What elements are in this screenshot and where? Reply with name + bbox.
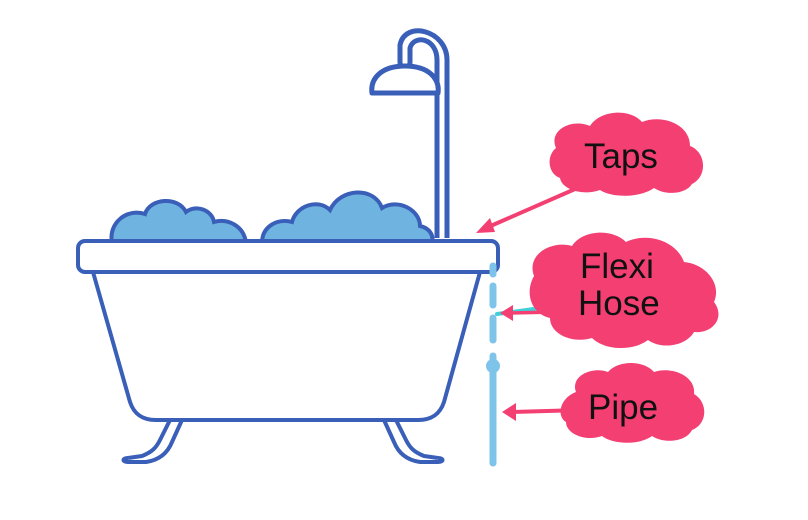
bath-foam-icon xyxy=(109,190,435,245)
supply-pipe xyxy=(486,262,500,467)
flexi-hose-label-line2: Hose xyxy=(578,284,660,323)
shower-head-icon xyxy=(369,28,450,238)
taps-label: Taps xyxy=(584,137,658,176)
pipe-callout xyxy=(560,363,705,443)
flexi-hose-label-line1: Flexi xyxy=(580,247,654,286)
taps-callout xyxy=(549,112,704,196)
clawfoot-bathtub-icon xyxy=(76,239,500,464)
callout-clouds xyxy=(529,112,719,443)
flexi-hose-callout xyxy=(529,232,719,349)
callout-arrows xyxy=(476,184,584,421)
pipe-label: Pipe xyxy=(588,388,658,427)
